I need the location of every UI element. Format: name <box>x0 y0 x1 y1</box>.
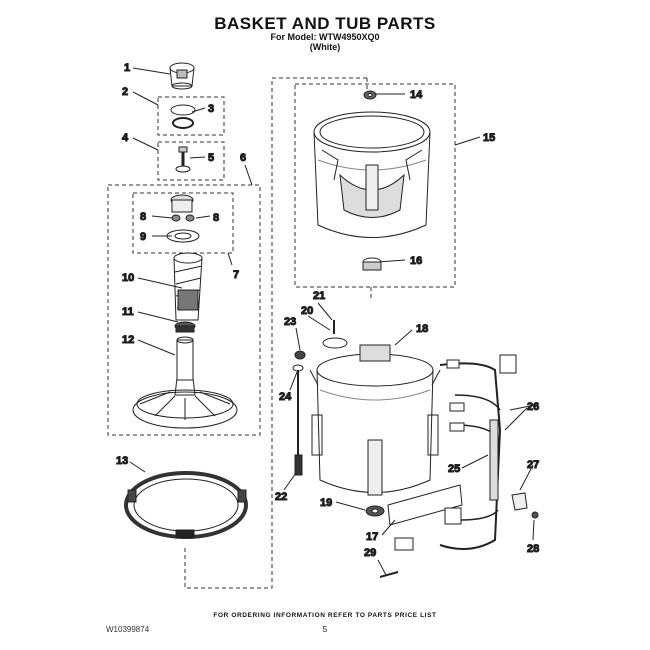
part-8-9-cam-assembly <box>166 194 200 243</box>
callout-14: 14 <box>410 89 423 101</box>
group-box-15 <box>294 83 456 288</box>
callout-8-left: 8 <box>140 211 146 223</box>
part-16-bushing <box>362 257 382 271</box>
document-number: W10399874 <box>106 625 150 634</box>
callout-labels: 1 2 3 4 5 6 7 8 8 9 10 11 12 13 14 15 16… <box>116 62 540 560</box>
part-15-basket <box>313 111 431 238</box>
part-14-nut <box>363 90 377 100</box>
callout-29: 29 <box>364 547 376 559</box>
callout-11: 11 <box>122 306 134 318</box>
callout-23: 23 <box>284 316 296 328</box>
callout-15: 15 <box>483 132 495 144</box>
group-box-2 <box>157 96 225 136</box>
callout-5: 5 <box>208 152 214 164</box>
callout-21: 21 <box>313 290 325 302</box>
callout-19: 19 <box>320 497 332 509</box>
part-20-plate <box>322 337 348 349</box>
part-1-cap <box>169 62 195 90</box>
callout-8-right: 8 <box>213 212 219 224</box>
leader-lines <box>129 67 535 576</box>
page-title: BASKET AND TUB PARTS <box>214 14 436 33</box>
callout-17: 17 <box>366 531 378 543</box>
callout-4: 4 <box>122 132 129 144</box>
part-27-bracket <box>511 492 528 511</box>
callout-16: 16 <box>410 255 422 267</box>
callout-18: 18 <box>416 323 428 335</box>
callout-24: 24 <box>279 391 292 403</box>
group-box-6 <box>107 184 261 436</box>
callout-2: 2 <box>122 86 128 98</box>
color-line: (White) <box>309 42 341 52</box>
callout-22: 22 <box>275 491 287 503</box>
part-5-bolt <box>175 146 191 173</box>
callout-7: 7 <box>233 269 239 281</box>
part-28-screw <box>531 511 539 519</box>
part-11-clutch <box>174 321 196 333</box>
part-13-balance-ring <box>124 471 248 539</box>
part-10-auger <box>173 252 203 321</box>
part-23-grommet <box>294 350 306 360</box>
group-box-4 <box>157 141 225 181</box>
callout-13: 13 <box>116 455 128 467</box>
callout-10: 10 <box>122 272 134 284</box>
routing-line <box>184 77 372 589</box>
callout-1: 1 <box>124 62 130 74</box>
model-line: For Model: WTW4950XQ0 <box>270 32 380 42</box>
callout-6: 6 <box>240 152 246 164</box>
part-24-spring <box>292 364 304 455</box>
part-17-label <box>387 484 463 526</box>
callout-25: 25 <box>448 463 460 475</box>
part-25-26-wire-harness <box>394 354 536 551</box>
callout-26: 26 <box>527 401 539 413</box>
callout-20: 20 <box>301 305 313 317</box>
part-3-seals <box>170 104 196 129</box>
callout-27: 27 <box>527 459 539 471</box>
part-29-screw <box>379 571 399 578</box>
part-22-damper <box>294 454 303 476</box>
ordering-note: FOR ORDERING INFORMATION REFER TO PARTS … <box>213 612 437 619</box>
part-12-agitator-base <box>132 336 238 429</box>
callout-12: 12 <box>122 334 134 346</box>
page-number: 5 <box>322 625 328 634</box>
callout-3: 3 <box>208 103 214 115</box>
group-boxes <box>107 77 456 589</box>
callout-9: 9 <box>140 231 146 243</box>
callout-28: 28 <box>527 543 539 555</box>
part-19-seal <box>365 505 385 517</box>
part-18-tub <box>309 344 441 496</box>
